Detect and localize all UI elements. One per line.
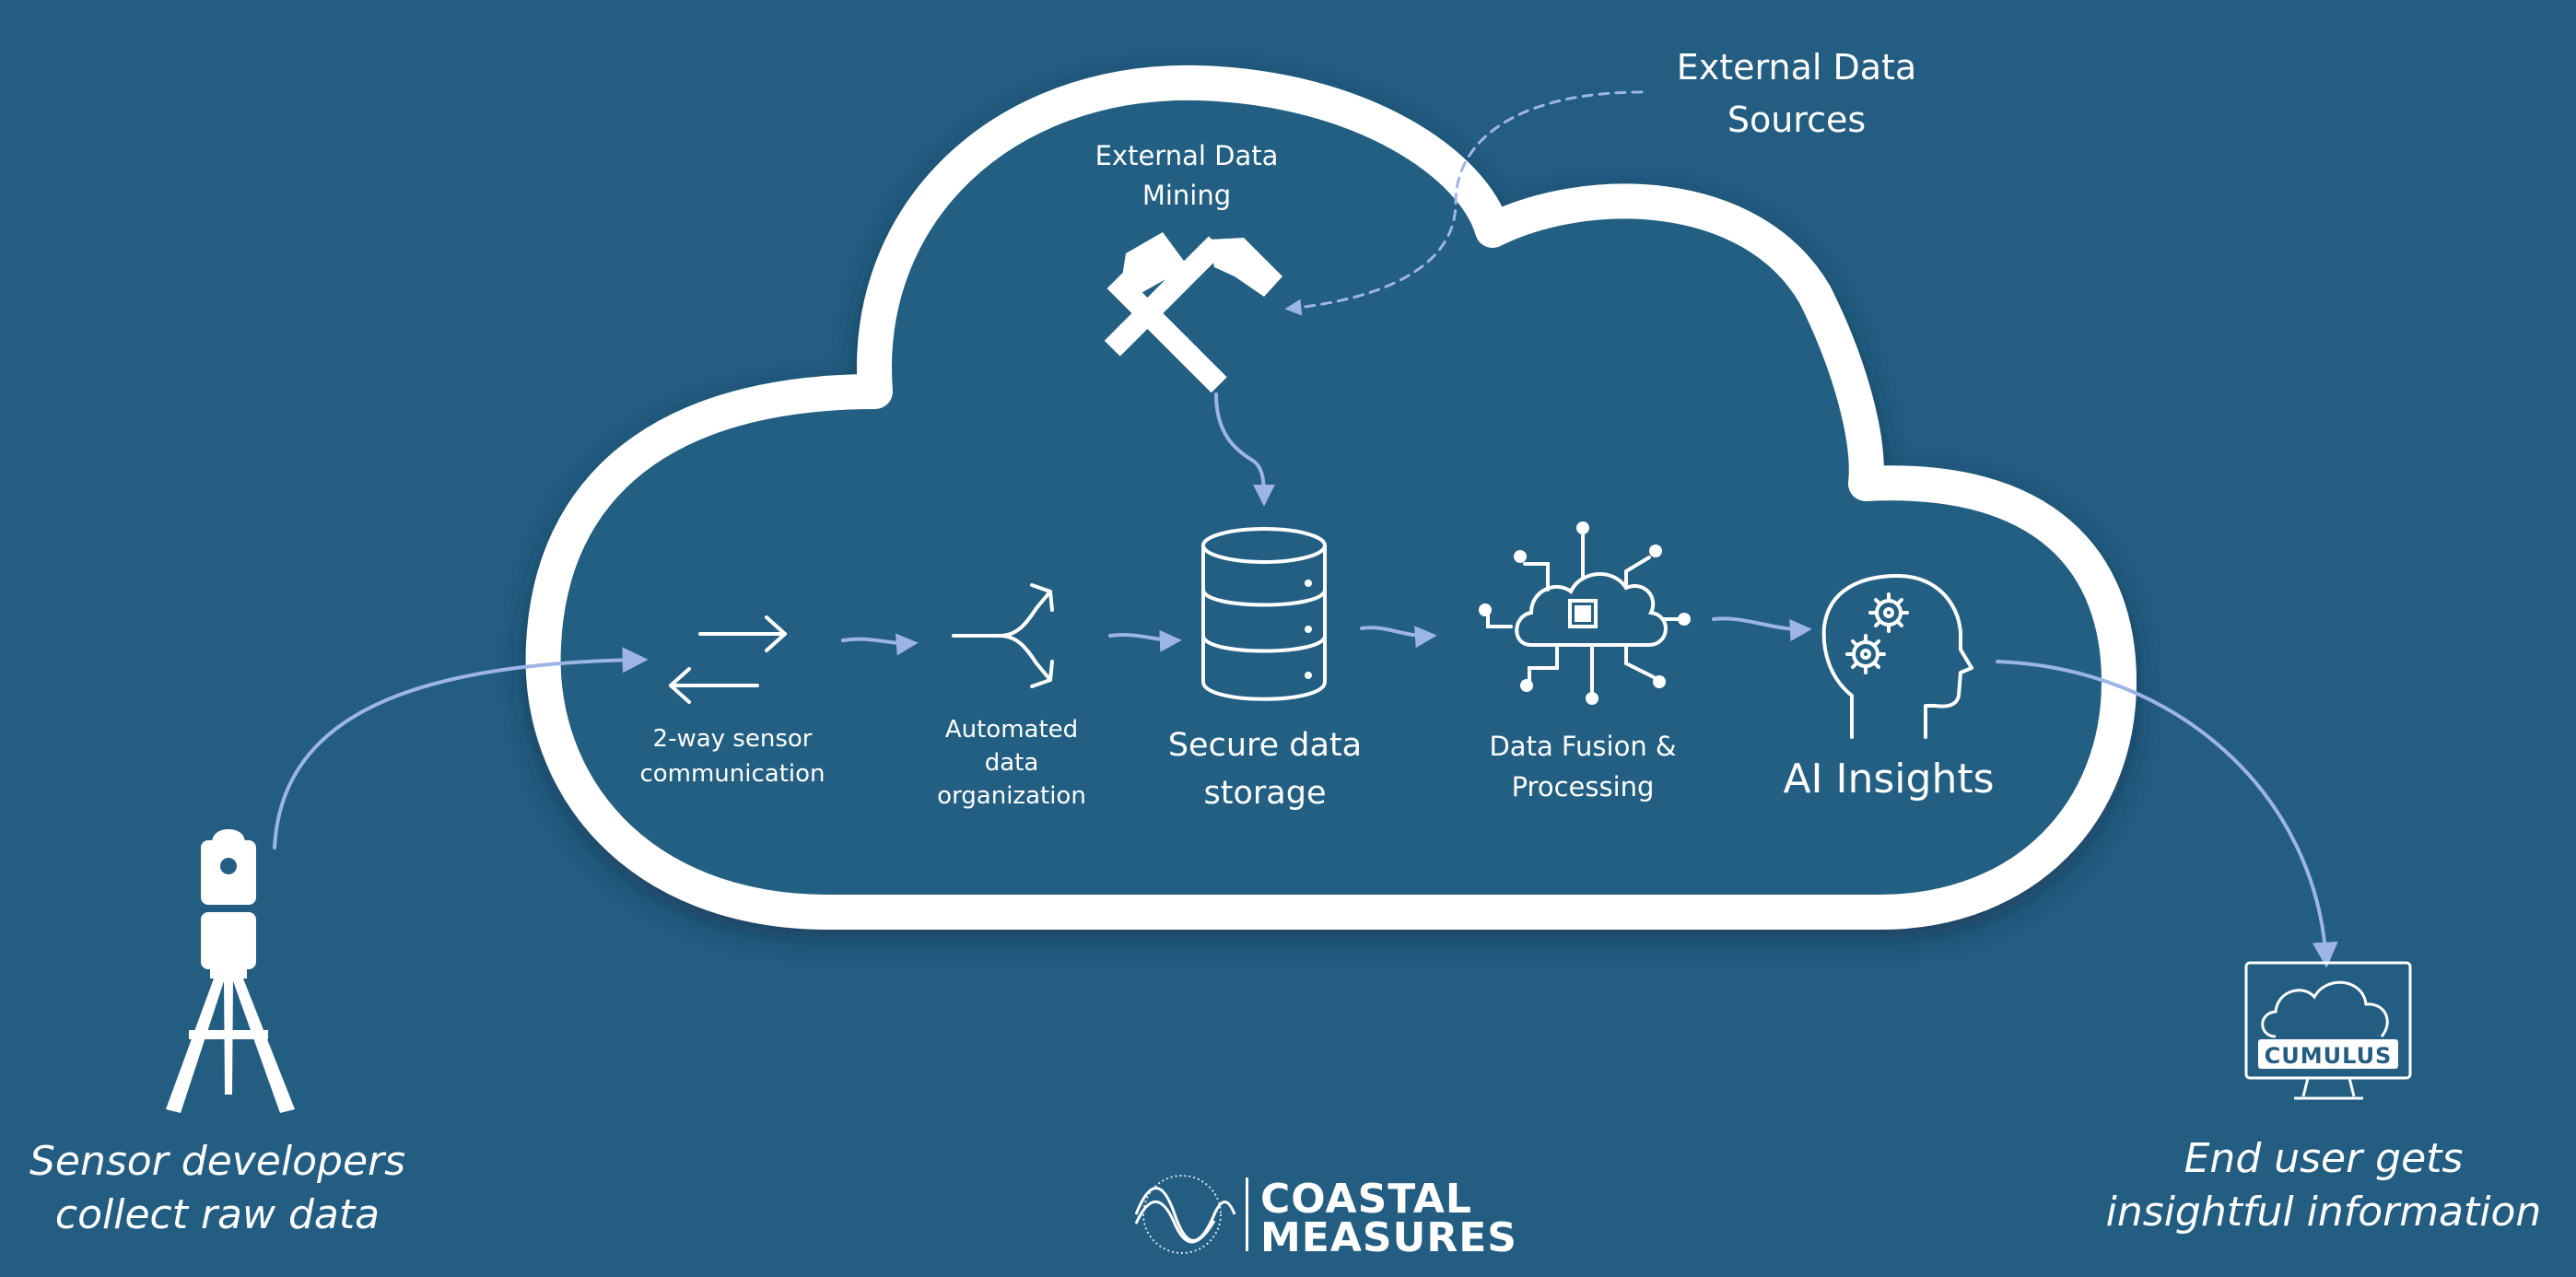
two-way-arrows-icon [669, 615, 787, 704]
org-to-storage-arrow [1108, 629, 1182, 652]
monitor-cloud-icon [2244, 961, 2412, 1100]
organization-line1: Automated [945, 716, 1078, 744]
merge-split-arrows-icon [952, 583, 1054, 688]
logo-word2: MEASURES [1260, 1214, 1517, 1261]
external-sources-line1: External Data [1677, 47, 1916, 88]
insights-node: AI Insights [1783, 574, 1995, 803]
end-user-line2: insightful information [2106, 1189, 2542, 1236]
sensor-group: Sensor developers collect raw data [29, 829, 405, 1238]
tripod-sensor-icon [166, 829, 295, 1113]
flow-arrows [273, 90, 2338, 968]
end-user-line1: End user gets [2184, 1135, 2464, 1182]
mining-line2: Mining [1142, 180, 1231, 211]
organization-line3: organization [937, 782, 1086, 810]
fusion-node: Data Fusion & Processing [1479, 521, 1691, 803]
sensor-comm-line1: 2-way sensor [653, 725, 813, 753]
storage-line1: Secure data [1168, 727, 1362, 764]
fusion-to-insights-arrow [1712, 616, 1812, 642]
external-sources-line2: Sources [1727, 100, 1866, 140]
insights-to-enduser-arrow [1996, 660, 2338, 968]
storage-to-fusion-arrow [1360, 626, 1437, 649]
insights-line1: AI Insights [1783, 756, 1994, 803]
mining-node: External Data Mining [1095, 140, 1282, 393]
logo-word1: COASTAL [1260, 1176, 1472, 1223]
sensor-line1: Sensor developers [29, 1138, 405, 1185]
fusion-line2: Processing [1512, 771, 1655, 803]
monitor-text: CUMULUS [2265, 1043, 2393, 1069]
external-sources-label: External Data Sources [1677, 47, 1916, 140]
wave-logo-icon [1134, 1175, 1236, 1254]
database-icon [1201, 527, 1327, 701]
crossed-hammers-icon [1104, 232, 1282, 393]
coastal-measures-logo: COASTAL MEASURES [1134, 1175, 1517, 1261]
mining-line1: External Data [1095, 140, 1279, 171]
sensor-to-cloud-arrow [273, 647, 649, 849]
organization-node: Automated data organization [937, 583, 1086, 810]
cloud-chip-network-icon [1479, 521, 1691, 705]
head-gears-icon [1821, 574, 1973, 739]
sensor-comm-line2: communication [639, 760, 825, 788]
mining-to-storage-arrow [1214, 392, 1275, 507]
sensor-line2: collect raw data [55, 1191, 380, 1238]
organization-line2: data [985, 749, 1039, 777]
storage-line2: storage [1204, 775, 1327, 812]
logo-divider [1246, 1177, 1248, 1251]
fusion-line1: Data Fusion & [1489, 731, 1676, 762]
external-sources-dashed-arrow [1284, 90, 1644, 316]
storage-node: Secure data storage [1168, 527, 1362, 812]
cloud-outline [525, 64, 2137, 930]
end-user-group: CUMULUS End user gets insightful informa… [2106, 961, 2542, 1236]
comm-to-org-arrow [841, 633, 919, 656]
sensor-comm-node: 2-way sensor communication [639, 615, 825, 788]
